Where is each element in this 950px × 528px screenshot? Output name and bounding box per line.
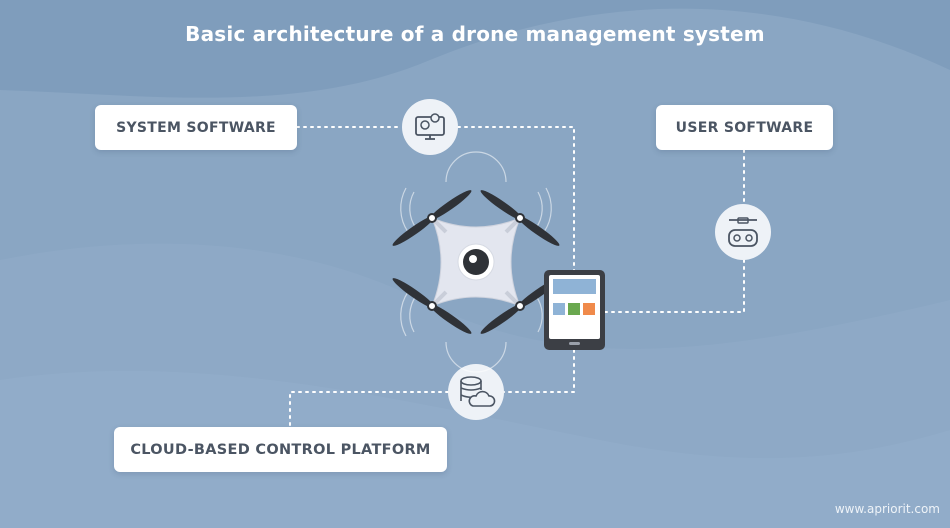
system-software-box: SYSTEM SOFTWARE — [95, 105, 297, 150]
remote-controller-icon — [715, 204, 771, 260]
connector-user — [603, 149, 745, 313]
diagram-title: Basic architecture of a drone management… — [185, 22, 765, 46]
computer-gear-icon — [402, 99, 458, 155]
connector-cloud — [289, 349, 575, 428]
connectors — [289, 126, 745, 428]
drone-illustration — [392, 151, 560, 373]
database-cloud-icon — [448, 364, 504, 420]
connector-system — [296, 126, 575, 273]
user-software-box: USER SOFTWARE — [656, 105, 833, 150]
cloud-platform-box: CLOUD-BASED CONTROL PLATFORM — [114, 427, 447, 472]
tablet-illustration — [544, 270, 605, 350]
footer-url: www.apriorit.com — [834, 502, 940, 516]
